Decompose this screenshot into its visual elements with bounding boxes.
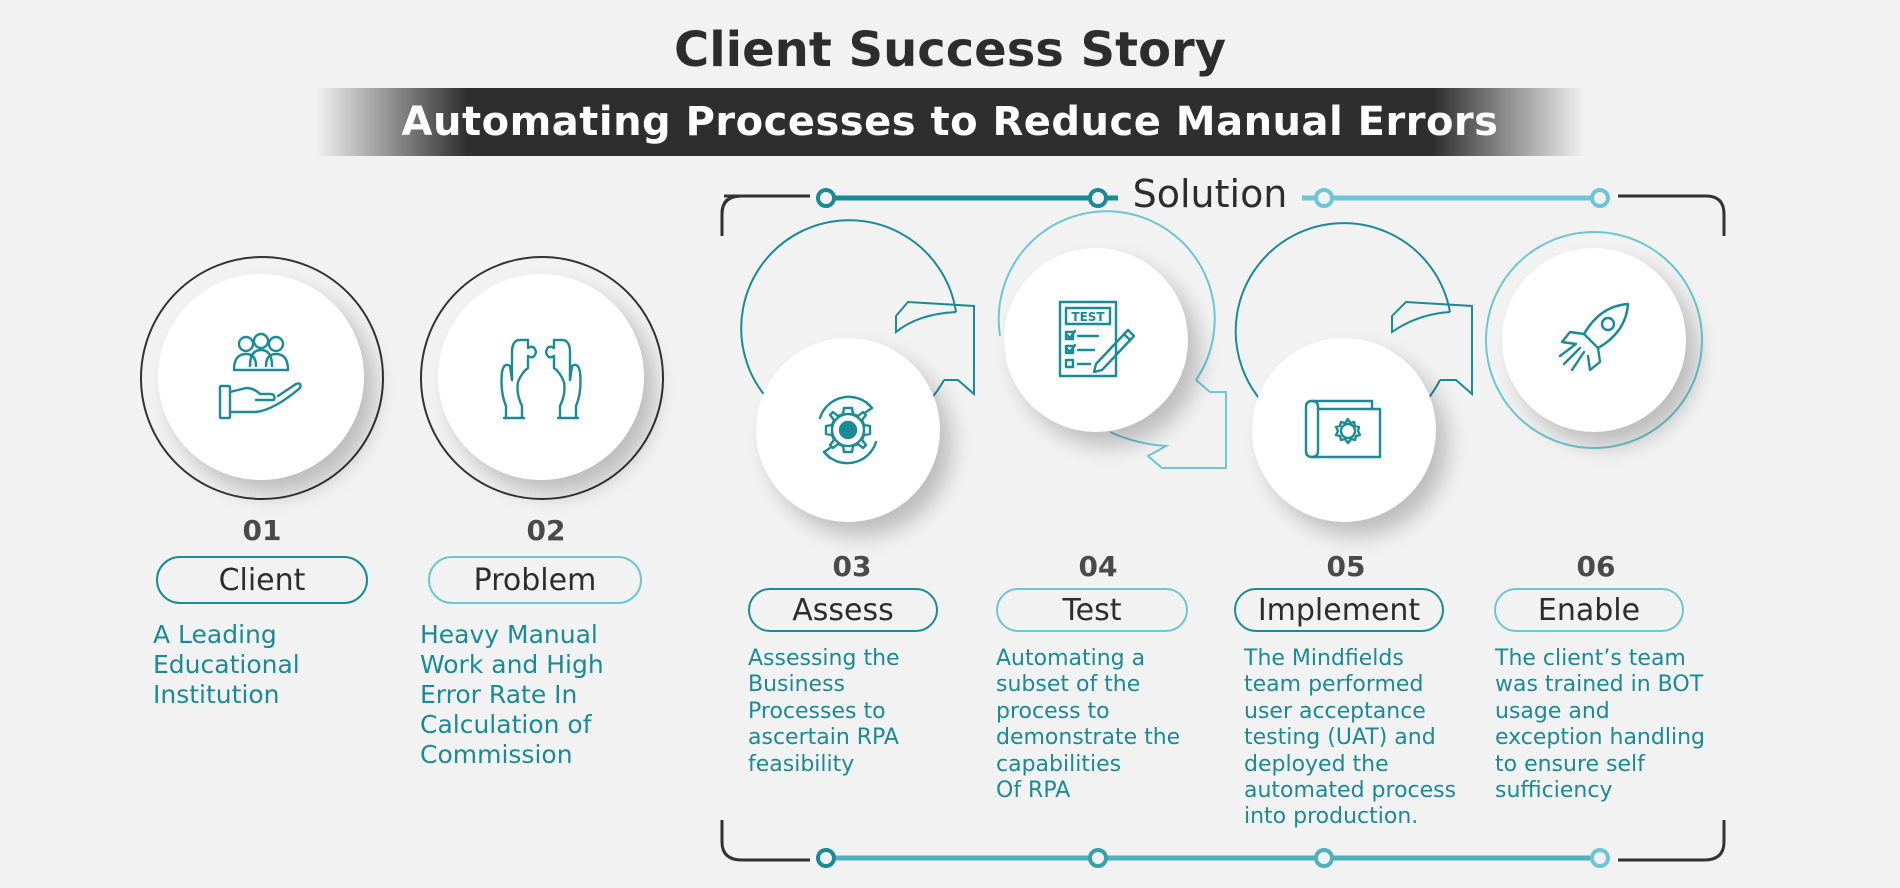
step-label-enable: Enable	[1494, 588, 1684, 632]
rocket-icon	[1558, 302, 1630, 372]
outline-ring-04	[997, 210, 1216, 381]
solution-label: Solution	[1132, 172, 1288, 216]
step-label-client: Client	[156, 556, 368, 604]
outline-ring-02	[420, 256, 664, 500]
blueprint-gear-icon	[1304, 399, 1382, 459]
step-number: 03	[832, 550, 872, 583]
node-dot	[816, 188, 836, 208]
node-dot	[1590, 188, 1610, 208]
bracket-top-left-arm	[720, 194, 810, 215]
step-number: 04	[1078, 550, 1118, 583]
arrow-03	[895, 300, 975, 397]
step-03-circle	[756, 338, 940, 522]
node-dot	[816, 848, 836, 868]
bracket-top-right	[1618, 194, 1726, 236]
node-dot	[1590, 848, 1610, 868]
step-01-circle	[158, 274, 364, 480]
step-06-circle	[1502, 248, 1686, 432]
subtitle-band: Automating Processes to Reduce Manual Er…	[315, 88, 1585, 156]
bracket-bottom-right	[1618, 820, 1726, 862]
hand-people-icon	[218, 332, 302, 420]
step-number: 05	[1326, 550, 1366, 583]
test-checklist-icon: TEST	[1058, 300, 1136, 378]
outline-ring-01	[140, 256, 384, 500]
node-dot	[1088, 848, 1108, 868]
node-dot	[1088, 188, 1108, 208]
puzzle-hands-icon	[500, 338, 582, 420]
step-label-test: Test	[996, 588, 1188, 632]
gear-cycle-icon	[818, 395, 878, 465]
step-04-circle: TEST	[1004, 248, 1188, 432]
bracket-bottom-left	[720, 820, 810, 862]
step-number: 01	[242, 514, 282, 547]
step-label-implement: Implement	[1234, 588, 1444, 632]
step-number: 06	[1576, 550, 1616, 583]
step-02-circle	[438, 274, 644, 480]
page-subtitle: Automating Processes to Reduce Manual Er…	[401, 99, 1499, 145]
step-label-problem: Problem	[428, 556, 642, 604]
node-dot	[1314, 188, 1334, 208]
step-label-assess: Assess	[748, 588, 938, 632]
step-05-circle	[1252, 338, 1436, 522]
step-number: 02	[526, 514, 566, 547]
arrow-05	[1391, 300, 1473, 397]
outline-ring-06	[1485, 231, 1703, 449]
page-title: Client Success Story	[673, 22, 1227, 78]
arrow-04	[1109, 379, 1227, 469]
test-icon-text: TEST	[1071, 310, 1105, 324]
node-dot	[1314, 848, 1334, 868]
